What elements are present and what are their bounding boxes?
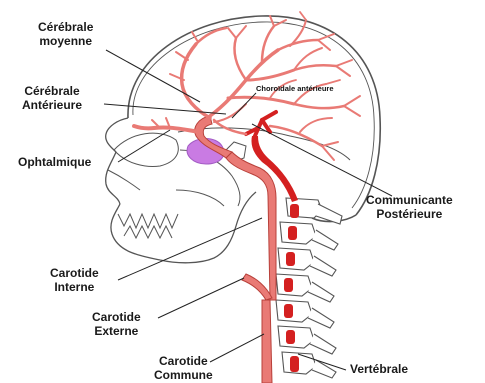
- label-cerebrale-anterieure-line1: Cérébrale: [22, 84, 82, 98]
- label-carotide-externe: Carotide Externe: [92, 310, 141, 338]
- label-carotide-externe-line2: Externe: [92, 324, 141, 338]
- label-cerebrale-anterieure: Cérébrale Antérieure: [22, 84, 82, 112]
- label-communicante-posterieure-line2: Postérieure: [366, 207, 453, 221]
- label-carotide-commune: Carotide Commune: [154, 354, 213, 382]
- label-carotide-interne: Carotide Interne: [50, 266, 99, 294]
- ophthalmic-artery: [134, 126, 200, 132]
- label-vertebrale: Vertébrale: [350, 362, 408, 376]
- label-carotide-externe-line1: Carotide: [92, 310, 141, 324]
- label-cerebrale-moyenne-line2: moyenne: [38, 34, 93, 48]
- label-cerebrale-anterieure-line2: Antérieure: [22, 98, 82, 112]
- label-communicante-posterieure-line1: Communicante: [366, 193, 453, 207]
- label-carotide-interne-line1: Carotide: [50, 266, 99, 280]
- label-carotide-commune-line2: Commune: [154, 368, 213, 382]
- label-cerebrale-moyenne-line1: Cérébrale: [38, 20, 93, 34]
- label-cerebrale-moyenne: Cérébrale moyenne: [38, 20, 93, 48]
- label-communicante-posterieure: Communicante Postérieure: [366, 193, 453, 221]
- label-choroidale-anterieure: Choroïdale antérieure: [256, 84, 334, 93]
- label-carotide-interne-line2: Interne: [50, 280, 99, 294]
- label-carotide-commune-line1: Carotide: [154, 354, 213, 368]
- label-ophtalmique: Ophtalmique: [18, 155, 91, 169]
